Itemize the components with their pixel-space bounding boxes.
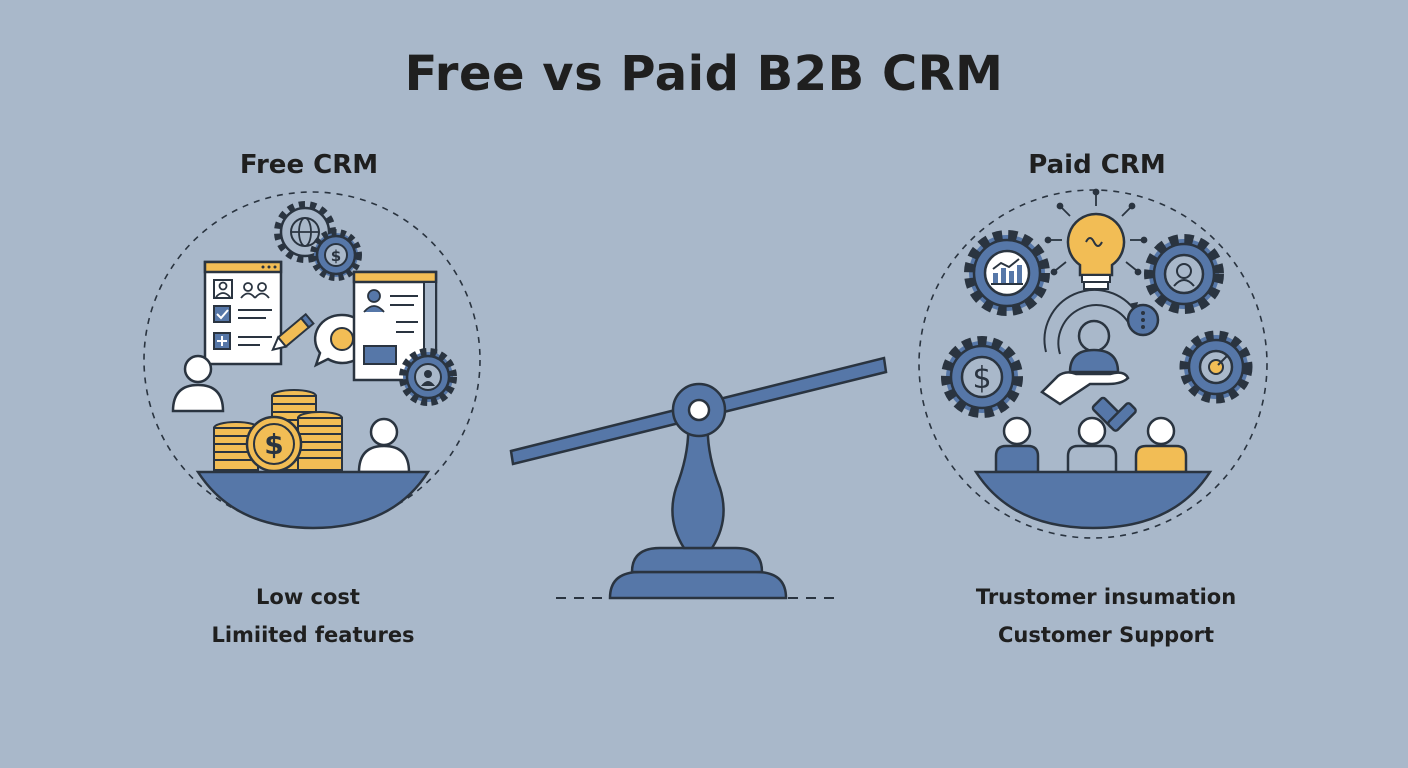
user-icon — [171, 354, 225, 413]
gear-dollar-icon: $ — [310, 229, 362, 281]
gear-user-icon — [399, 348, 457, 406]
handshake-icon — [1040, 371, 1137, 432]
gear-target-icon — [1179, 330, 1253, 404]
dollar-coin-icon: $ — [245, 415, 303, 473]
free-scale-pan — [195, 470, 431, 530]
paid-feature-insumation: Trustomer insumation — [975, 585, 1237, 609]
paid-scale-pan — [973, 470, 1213, 530]
free-feature-low-cost: Low cost — [256, 585, 360, 609]
gear-face-icon — [1144, 234, 1224, 314]
free-crm-title: Free CRM — [239, 150, 379, 180]
scale-pivot-center — [687, 398, 711, 422]
pencil-icon — [271, 312, 315, 352]
paid-crm-title: Paid CRM — [1028, 150, 1166, 180]
checklist-icon — [213, 305, 272, 350]
scale-base — [608, 420, 788, 600]
page-title: Free vs Paid B2B CRM — [404, 46, 1004, 102]
lightbulb-icon — [1044, 188, 1148, 290]
team-icon — [994, 416, 1188, 474]
free-dashed-circle — [143, 191, 481, 529]
gear-chart-icon — [964, 230, 1050, 316]
free-feature-limited: Limiited features — [211, 623, 415, 647]
document-icon — [352, 270, 438, 382]
support-agent-icon — [1043, 288, 1160, 374]
svg-text:$: $ — [264, 428, 283, 461]
svg-text:$: $ — [331, 247, 341, 265]
paid-feature-support: Customer Support — [997, 623, 1215, 647]
gear-dollar-icon: $ — [941, 336, 1023, 418]
svg-text:$: $ — [972, 361, 991, 396]
user-icon — [357, 417, 411, 474]
paid-dashed-circle — [918, 189, 1268, 539]
